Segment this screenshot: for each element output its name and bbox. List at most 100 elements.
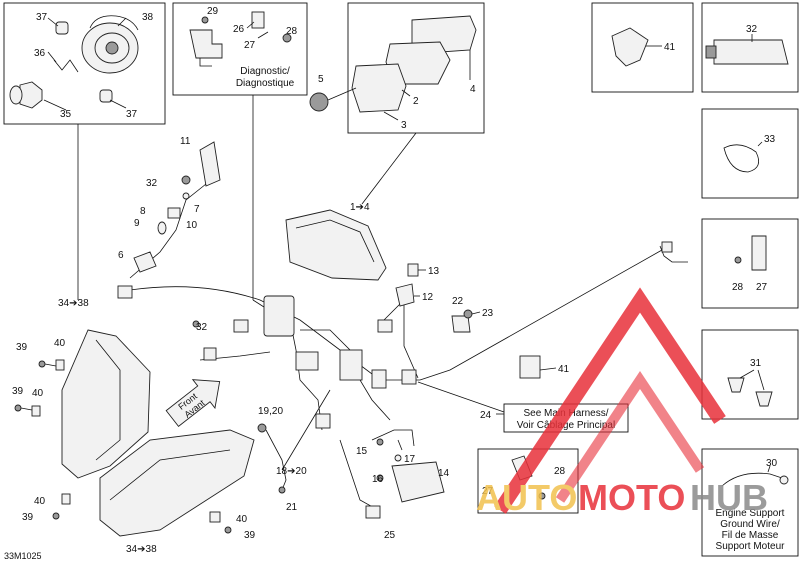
callout-12: 12 [422, 292, 434, 303]
callout-2: 2 [413, 96, 419, 107]
gauge-bezel-3 [351, 63, 407, 113]
inset-ground-wire [701, 448, 799, 557]
inset-bracket-27-28 [701, 218, 799, 309]
diagnostic-bracket [189, 29, 223, 59]
callout-34-38a: 34➔38 [58, 298, 89, 309]
callout-35: 35 [60, 109, 72, 120]
gauge-lens-2 [385, 41, 451, 85]
rivet-31a [727, 377, 745, 393]
engine-label-4: Support Moteur [716, 541, 786, 552]
harness-plug [371, 369, 387, 389]
diag-cap-26 [251, 11, 265, 29]
watermark-moto: MOTO [578, 477, 685, 518]
harness-connector-main [263, 295, 295, 337]
instrument-cluster: 1➔4 [285, 202, 387, 281]
part-8 [167, 207, 181, 219]
sensor-chain: 11 32 7 8 10 9 6 [117, 136, 221, 299]
callout-39c: 39 [22, 512, 34, 523]
callout-13: 13 [428, 266, 440, 277]
callout-31: 31 [750, 358, 762, 369]
callout-8: 8 [140, 206, 146, 217]
part-6 [133, 251, 157, 273]
callout-39b: 39 [12, 386, 24, 397]
switch-parts: 13 12 22 23 [395, 263, 494, 333]
connector-32c [233, 319, 249, 333]
callout-3: 3 [401, 120, 407, 131]
seal-32b [181, 175, 191, 185]
callout-27b: 27 [756, 282, 768, 293]
callout-15: 15 [356, 446, 368, 457]
bracket-27 [751, 235, 767, 271]
diag-screw-29 [201, 16, 209, 24]
diagnostic-label-en: Diagnostic/ [240, 66, 290, 77]
gauge-knob-5 [309, 92, 329, 112]
clip-41-part [611, 27, 649, 67]
part-12 [395, 283, 415, 307]
callout-18-20: 18➔20 [276, 466, 307, 477]
cluster-body [285, 209, 387, 281]
grease-tube: 32 [705, 24, 789, 65]
grommet-37-bottom [99, 89, 113, 103]
clip-41b-part [519, 355, 541, 379]
callout-27c: 27 [482, 486, 494, 497]
part-13 [407, 263, 419, 277]
callout-25: 25 [384, 530, 396, 541]
callout-26: 26 [233, 24, 245, 35]
callout-9: 9 [134, 218, 140, 229]
engine-label-3: Fil de Masse [722, 530, 779, 541]
callout-41a: 41 [664, 42, 676, 53]
callout-6: 6 [118, 250, 124, 261]
spring-clip-36 [53, 59, 79, 73]
callout-39a: 39 [16, 342, 28, 353]
connector-side [203, 347, 217, 361]
diag-nut-28 [282, 33, 292, 43]
rivet-31b [755, 391, 773, 407]
callout-5: 5 [318, 74, 324, 85]
figure-code: 33M1025 [4, 551, 42, 561]
sensor-plug [117, 285, 133, 299]
connector-12 [401, 369, 417, 385]
lower-harness: 19,20 18➔20 21 15 17 16 14 25 [258, 406, 450, 541]
connector-19-20 [315, 413, 331, 429]
front-arrow-shape [165, 379, 221, 427]
callout-37a: 37 [36, 12, 48, 23]
bulb-glass [9, 85, 23, 105]
headlamp-lens-lower [99, 429, 255, 537]
callout-40d: 40 [236, 514, 248, 525]
part-22 [451, 315, 471, 333]
bulb-assembly: 37 38 36 35 37 [9, 12, 154, 120]
callout-17: 17 [404, 454, 416, 465]
callout-28b: 28 [732, 282, 744, 293]
callout-32c: 32 [196, 322, 208, 333]
cable-tie-loop [723, 144, 760, 173]
part-23 [463, 309, 473, 319]
callout-27a: 27 [244, 40, 256, 51]
diagnostic-label-fr: Diagnostique [236, 78, 295, 89]
grease-tube-32 [713, 39, 789, 65]
connector-top [377, 319, 393, 333]
callout-29: 29 [207, 6, 219, 17]
clip-41: 41 [611, 27, 676, 67]
callout-37b: 37 [126, 109, 138, 120]
callout-30: 30 [766, 458, 778, 469]
rivets-31: 31 [727, 358, 773, 407]
callout-36: 36 [34, 48, 46, 59]
callout-40c: 40 [34, 496, 46, 507]
callout-41b: 41 [558, 364, 570, 375]
module-14 [391, 461, 445, 503]
fasteners: 39 40 39 40 40 39 40 39 32 [12, 320, 267, 541]
end-connector [661, 241, 673, 253]
callout-14: 14 [438, 468, 450, 479]
callout-32b: 32 [146, 178, 158, 189]
plug-25 [365, 505, 381, 519]
inset-rivets-31 [701, 329, 799, 420]
watermark-auto: AUTO [476, 477, 577, 518]
headlamp-body-upper [61, 329, 151, 479]
callout-28a: 28 [286, 26, 298, 37]
screw-28 [734, 256, 742, 264]
grommet-37-top [55, 21, 69, 35]
part-7 [182, 192, 190, 200]
cable-tie-33: 33 [723, 134, 776, 173]
bracket-27-28: 28 27 [732, 235, 768, 293]
